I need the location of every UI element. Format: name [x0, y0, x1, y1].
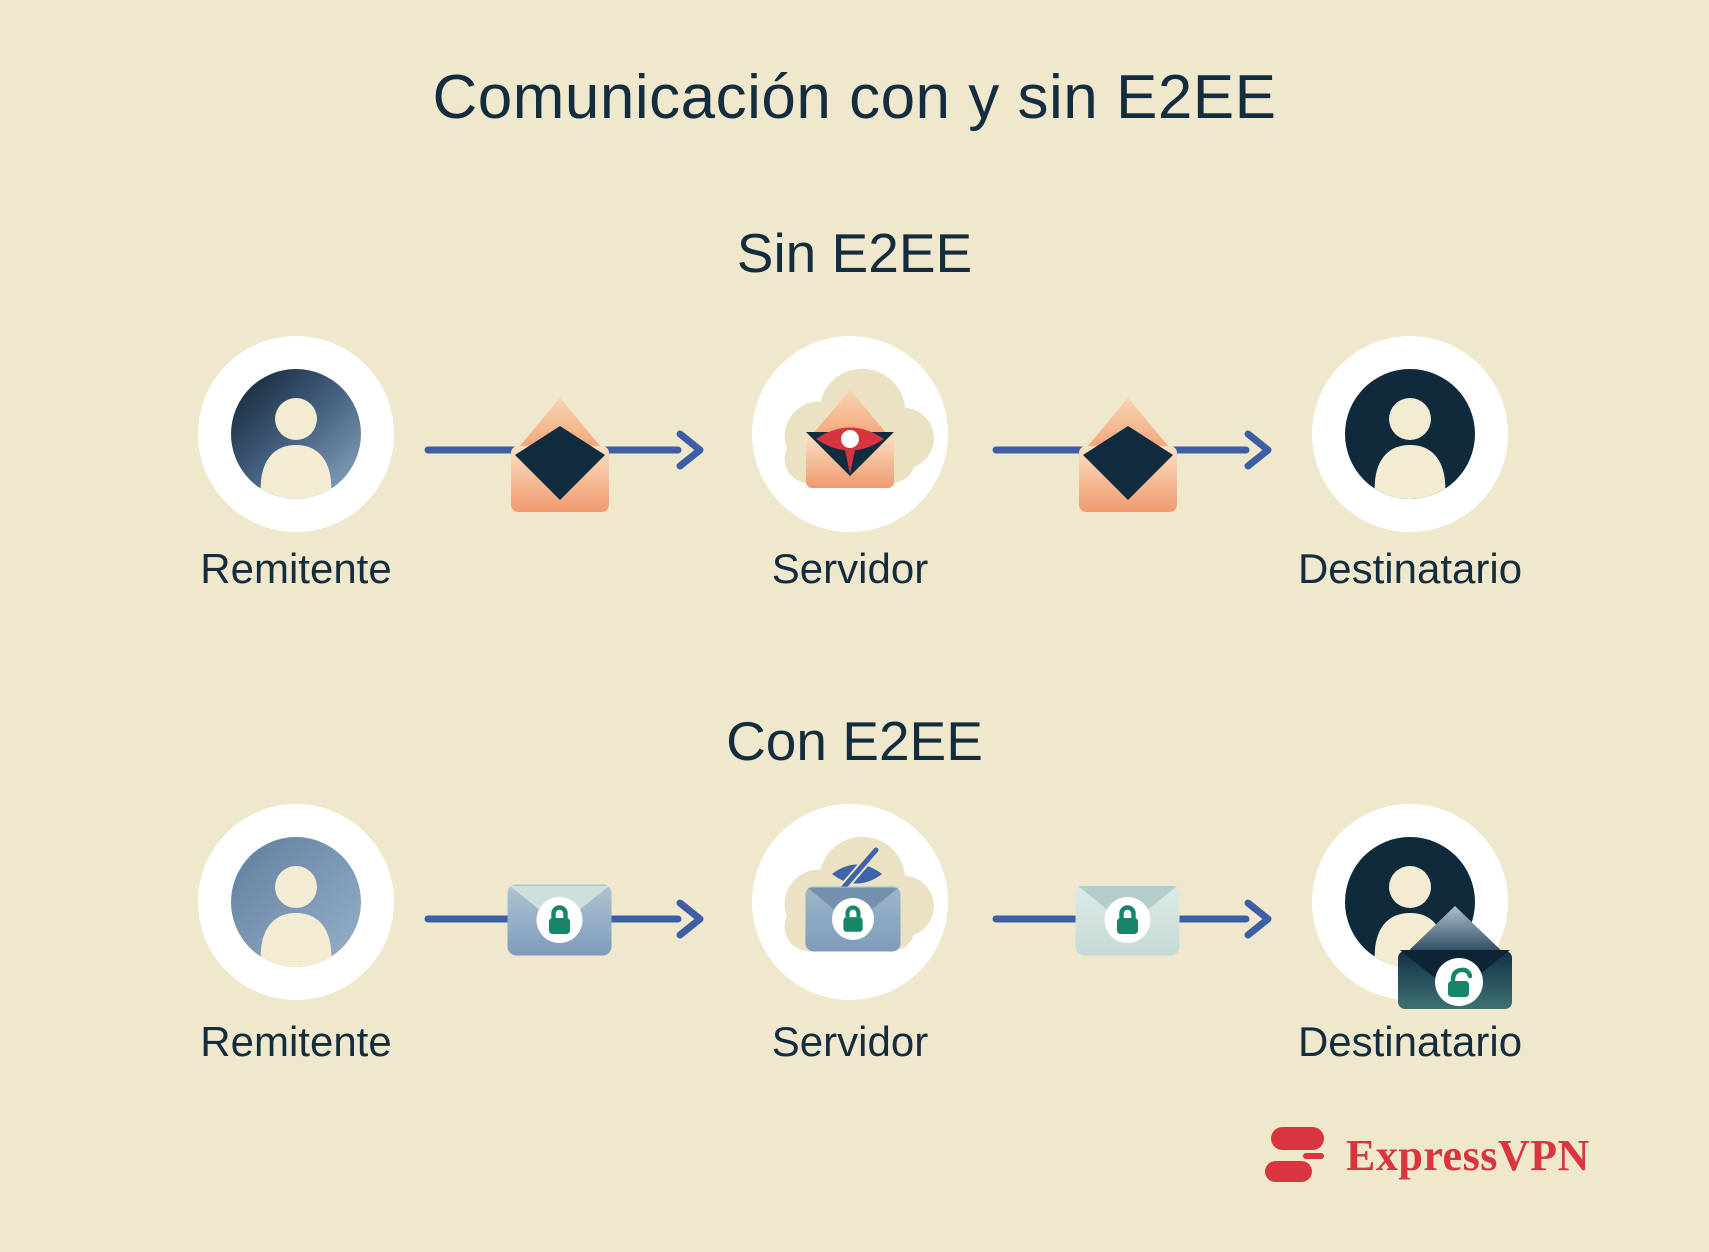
open-lock-envelope-icon: [1398, 906, 1512, 1009]
person-icon: [1374, 398, 1446, 499]
person-icon: [260, 398, 332, 499]
node-label-destinatario: Destinatario: [1297, 1018, 1523, 1065]
avatar: [1345, 369, 1475, 499]
node-label-servidor: Servidor: [771, 545, 929, 592]
open-envelope-icon: [1079, 398, 1177, 512]
sender-avatar: [198, 804, 394, 1000]
node-label-servidor: Servidor: [771, 1018, 929, 1065]
recipient-avatar: [1312, 336, 1508, 532]
locked-envelope-icon: [805, 886, 901, 952]
server-node: [752, 336, 948, 532]
node-label-remitente: Remitente: [200, 545, 392, 592]
page-title: Comunicación con y sin E2EE: [432, 63, 1277, 132]
locked-envelope-icon: [507, 884, 612, 956]
lock-icon: [843, 905, 863, 932]
brand-logo: ExpressVPN: [1262, 1126, 1590, 1184]
locked-envelope-icon: [1075, 884, 1180, 956]
avatar: [231, 369, 361, 499]
open-lock-icon: [1448, 967, 1473, 997]
person-icon: [260, 866, 332, 967]
brand-wordmark: ExpressVPN: [1346, 1130, 1590, 1180]
expressvpn-logomark-icon: [1265, 1127, 1324, 1182]
section-heading-sin-e2ee: Sin E2EE: [736, 222, 973, 284]
avatar: [231, 837, 361, 967]
node-label-remitente: Remitente: [200, 1018, 392, 1065]
eye-envelope-icon: [806, 390, 894, 488]
node-label-destinatario: Destinatario: [1297, 545, 1523, 592]
server-node: [752, 804, 948, 1000]
sender-avatar: [198, 336, 394, 532]
open-envelope-icon: [511, 398, 609, 512]
lock-icon: [549, 905, 570, 934]
lock-icon: [1117, 905, 1138, 934]
section-heading-con-e2ee: Con E2EE: [726, 710, 983, 772]
